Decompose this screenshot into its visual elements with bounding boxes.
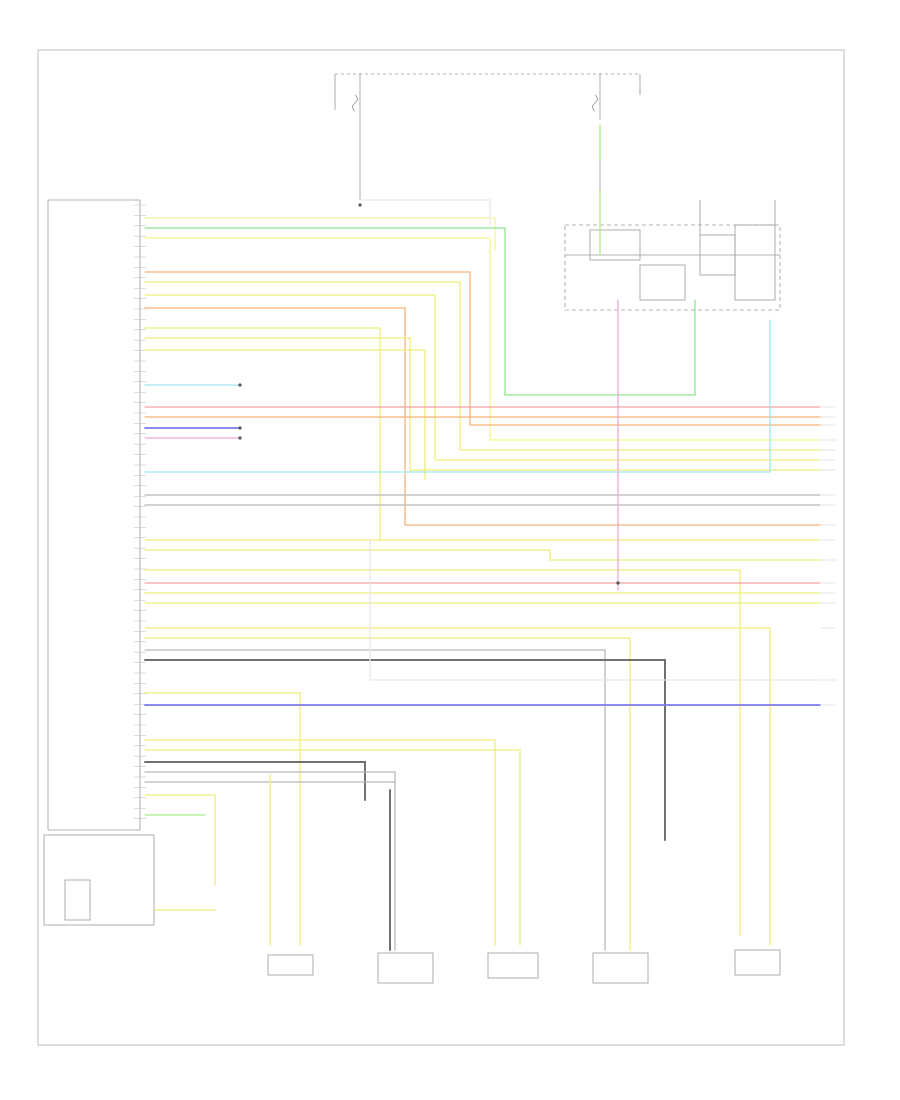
splice-dot	[358, 203, 362, 207]
splice-dot	[616, 581, 620, 585]
lower-left-switch	[43, 834, 155, 926]
wire-yel-3	[144, 327, 381, 541]
splice-dot	[238, 426, 242, 430]
front-passenger-seat-sensor	[267, 954, 314, 976]
wire-yel-13	[144, 692, 301, 946]
wire-harness	[144, 189, 821, 951]
wire-gry-7	[359, 199, 491, 226]
srs-unit-connector	[47, 199, 146, 831]
wire-yel-12	[144, 637, 631, 951]
splice-points	[238, 203, 620, 585]
upper-right-module	[564, 200, 781, 311]
splice-dot	[238, 383, 242, 387]
wire-blk-2	[144, 761, 366, 801]
wire-yel-16	[144, 794, 216, 886]
wire-lt-grn-1	[144, 227, 696, 396]
wire-yel-1	[144, 281, 821, 451]
wire-yel-7	[144, 549, 821, 561]
wire-lt-blu-2	[144, 319, 771, 473]
wire-yel-2	[144, 294, 821, 461]
splice-dot	[238, 436, 242, 440]
wire-yel-4	[144, 337, 821, 471]
wire-orn-1	[144, 271, 821, 426]
wire-yel-red-1	[144, 217, 496, 251]
wire-blk-1	[144, 659, 666, 841]
connector-pins	[134, 204, 146, 819]
bottom-components	[267, 949, 781, 984]
wire-yel-5	[144, 349, 426, 481]
wire-yel-8	[144, 569, 741, 936]
wire-yel-11	[144, 627, 771, 946]
fuse-symbol	[352, 94, 598, 112]
left-side-impact-sensor	[734, 949, 781, 976]
right-side-curtain-sensor	[377, 952, 434, 984]
diagram-frame	[37, 49, 845, 1046]
wire-yel-15	[144, 749, 521, 946]
wire-gry-5	[144, 771, 396, 951]
right-side-impact-sensor	[487, 952, 539, 979]
wire-gry-3	[144, 649, 606, 951]
wire-yel-14	[144, 739, 496, 946]
right-page-refs	[820, 406, 836, 706]
wire-yel-blu-1	[144, 237, 821, 441]
left-side-curtain-sensor	[592, 952, 649, 984]
top-power-feed	[334, 73, 641, 200]
